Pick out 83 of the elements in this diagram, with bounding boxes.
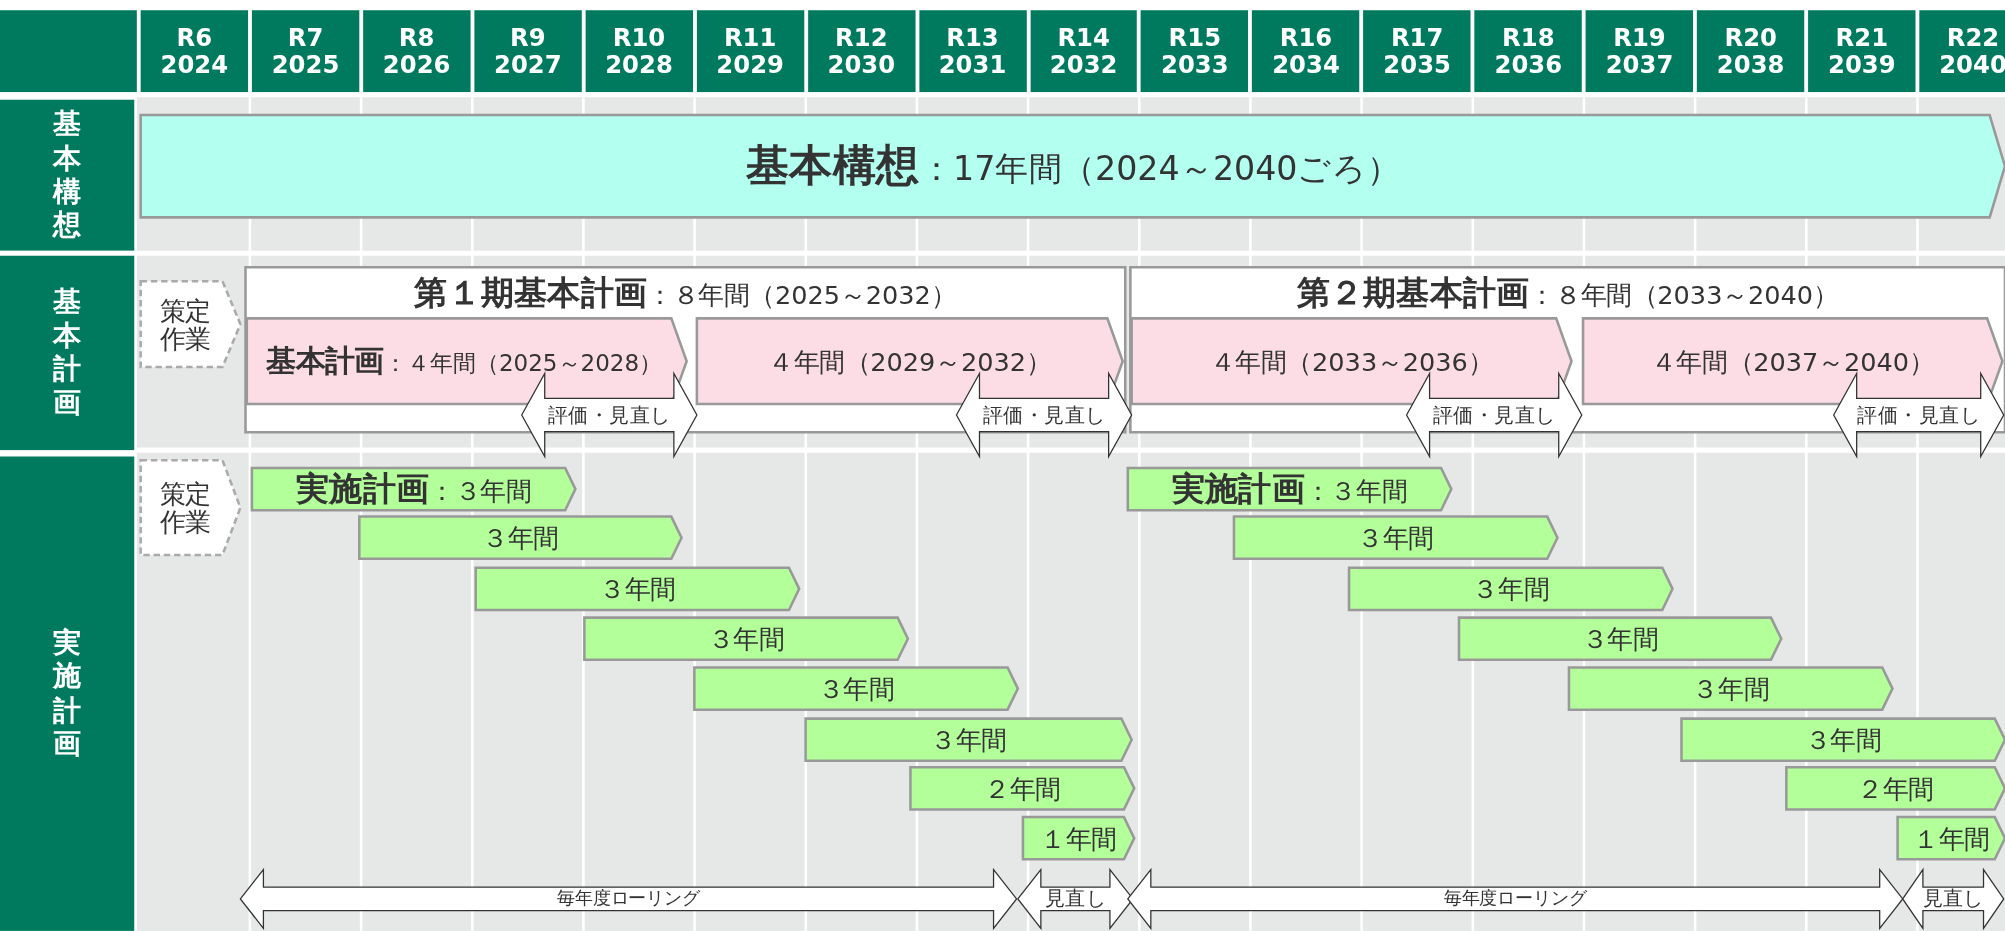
bar-label: 策定作業	[158, 479, 212, 536]
arrow-bar	[1233, 516, 1558, 559]
period-box	[245, 267, 1126, 433]
year-header-cell: R13 2031	[918, 10, 1027, 93]
row-header-text: 基本構想	[53, 107, 82, 243]
arrow-bar	[1022, 817, 1135, 860]
bar-label: 基本計画：４年間（2025～2028）	[266, 344, 663, 378]
bar-label: ３年間	[1472, 574, 1550, 603]
banner-label: 毎年度ローリング	[1443, 889, 1587, 909]
banner-label: 評価・見直し	[1432, 403, 1556, 427]
arrow-bar	[1349, 567, 1673, 610]
banner-label: 見直し	[1922, 887, 1984, 911]
step-pentagon	[140, 281, 241, 367]
bar-label: ２年間	[1857, 774, 1935, 803]
bar-label: ４年間（2037～2040）	[1650, 347, 1935, 376]
bar-label: ３年間	[817, 674, 895, 703]
bar-label: ２年間	[983, 774, 1061, 803]
arrow-bar	[694, 667, 1018, 710]
year-header-cell: R14 2032	[1030, 10, 1138, 93]
year-header-cell: R19 2037	[1585, 10, 1694, 93]
bar-label: 実施計画：３年間	[1171, 470, 1408, 508]
banner-label: 評価・見直し	[1857, 403, 1981, 427]
arrow-bar	[1131, 318, 1572, 405]
arrow-bar	[246, 318, 687, 405]
bar-label: ４年間（2033～2036）	[1209, 347, 1494, 376]
period-title: 第１期基本計画：８年間（2025～2032）	[414, 274, 957, 312]
bar-label: 基本構想：17年間（2024～2040ごろ）	[745, 142, 1400, 190]
bar-label: ３年間	[930, 725, 1007, 754]
arrow-bar	[359, 516, 682, 559]
year-header-cell: R6 2024	[140, 10, 248, 93]
arrow-bar	[584, 617, 908, 660]
span-banner	[1127, 869, 1903, 929]
row-header-text: 基本計画	[53, 285, 82, 421]
year-header-cell: R7 2025	[251, 10, 360, 93]
bar-label: ３年間	[1357, 523, 1435, 552]
year-header-cell: R16 2034	[1252, 10, 1360, 93]
period-title: 第２期基本計画：８年間（2033～2040）	[1296, 274, 1839, 312]
arrow-bar	[140, 115, 2005, 218]
year-header-cell: R10 2028	[585, 10, 693, 93]
bar-label: 策定作業	[158, 296, 212, 353]
year-header-cell: R21 2039	[1808, 10, 1916, 93]
bar-label: ３年間	[1692, 674, 1770, 703]
bar-label: ３年間	[707, 624, 785, 653]
bar-label: ４年間（2029～2032）	[768, 347, 1052, 376]
bar-label: １年間	[1912, 824, 1990, 853]
span-banner	[1902, 869, 2004, 929]
arrow-bar	[1583, 318, 2003, 405]
bar-label: ３年間	[599, 574, 676, 603]
bar-label: １年間	[1040, 824, 1117, 853]
year-header-cell: R9 2027	[474, 10, 582, 93]
year-header-cell: R11 2029	[696, 10, 804, 93]
arrow-bar	[1459, 617, 1782, 660]
arrow-bar	[910, 767, 1135, 810]
banner-label: 毎年度ローリング	[556, 889, 701, 909]
banner-label: 見直し	[1044, 887, 1107, 911]
year-header-cell: R15 2033	[1141, 10, 1249, 93]
arrow-bar	[696, 318, 1123, 405]
year-header-cell: R8 2026	[363, 10, 471, 93]
year-header-cell: R20 2038	[1697, 10, 1805, 93]
arrow-bar	[1127, 468, 1452, 511]
banner-label: 評価・見直し	[982, 403, 1106, 427]
arrow-bar	[1568, 667, 1893, 710]
arrow-bar	[475, 567, 800, 610]
bar-label: 実施計画：３年間	[296, 470, 532, 508]
year-header-cell: R17 2035	[1363, 10, 1471, 93]
arrow-bar	[805, 718, 1132, 761]
bar-label: ３年間	[482, 523, 559, 552]
year-header-cell: R18 2036	[1474, 10, 1582, 93]
span-banner	[521, 373, 697, 457]
year-header-cell: R12 2030	[807, 10, 915, 93]
year-header-cell: R22 2040	[1919, 10, 2005, 93]
bar-label: ３年間	[1581, 624, 1659, 653]
span-banner	[1017, 869, 1133, 929]
arrow-bar	[251, 468, 576, 511]
period-box	[1130, 267, 2005, 433]
arrow-bar	[1786, 767, 2005, 810]
span-banner	[240, 869, 1017, 929]
arrow-bar	[1897, 817, 2005, 860]
banner-label: 評価・見直し	[547, 403, 671, 427]
bar-label: ３年間	[1804, 725, 1882, 754]
step-pentagon	[140, 460, 241, 555]
arrow-bar	[1681, 718, 2005, 761]
row-header-text: 実施計画	[53, 626, 82, 762]
